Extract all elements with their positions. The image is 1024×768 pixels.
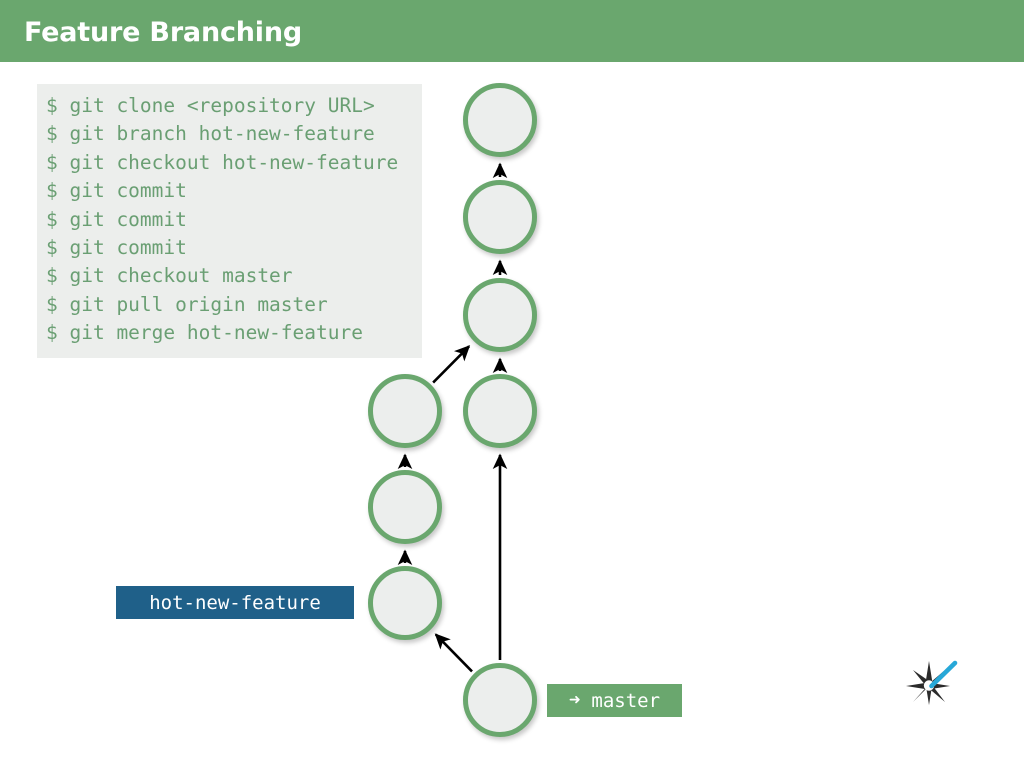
branch-label-text: hot-new-feature bbox=[149, 591, 321, 614]
commit-edge-master-0-to-feature-1 bbox=[434, 633, 473, 673]
commit-node-master-1 bbox=[463, 374, 537, 448]
code-line: $ git checkout master bbox=[46, 264, 293, 288]
arrow-right-icon: ➜ bbox=[568, 689, 581, 711]
code-line: $ git clone <repository URL> bbox=[46, 94, 375, 117]
sparkle-star-logo bbox=[902, 655, 964, 717]
code-line: $ git pull origin master bbox=[46, 292, 328, 316]
commit-node-master-2 bbox=[463, 180, 537, 254]
code-line: $ git branch hot-new-feature bbox=[46, 122, 375, 146]
blue-accent-stroke bbox=[929, 660, 958, 689]
branch-label-master: ➜ master bbox=[547, 684, 682, 717]
branch-label-text: master bbox=[591, 689, 661, 712]
code-line: $ git merge hot-new-feature bbox=[46, 321, 363, 345]
header-bar bbox=[0, 0, 1024, 62]
code-line: $ git commit bbox=[46, 207, 187, 231]
code-line: $ git checkout hot-new-feature bbox=[46, 150, 399, 174]
commit-node-master-3 bbox=[463, 83, 537, 157]
code-line: $ git commit bbox=[46, 179, 187, 203]
code-block: $ git clone <repository URL> $ git branc… bbox=[37, 84, 422, 358]
commit-node-feature-1 bbox=[368, 566, 442, 640]
commit-node-feature-2 bbox=[368, 470, 442, 544]
commit-node-master-0 bbox=[463, 663, 537, 737]
commit-node-feature-3 bbox=[368, 374, 442, 448]
branch-label-hot-new-feature: hot-new-feature bbox=[116, 586, 354, 619]
commit-node-merge bbox=[463, 278, 537, 352]
page-title: Feature Branching bbox=[24, 17, 303, 48]
star-burst-icon bbox=[906, 661, 950, 705]
commit-edge-feature-3-to-merge bbox=[432, 345, 471, 384]
code-line: $ git commit bbox=[46, 236, 187, 260]
